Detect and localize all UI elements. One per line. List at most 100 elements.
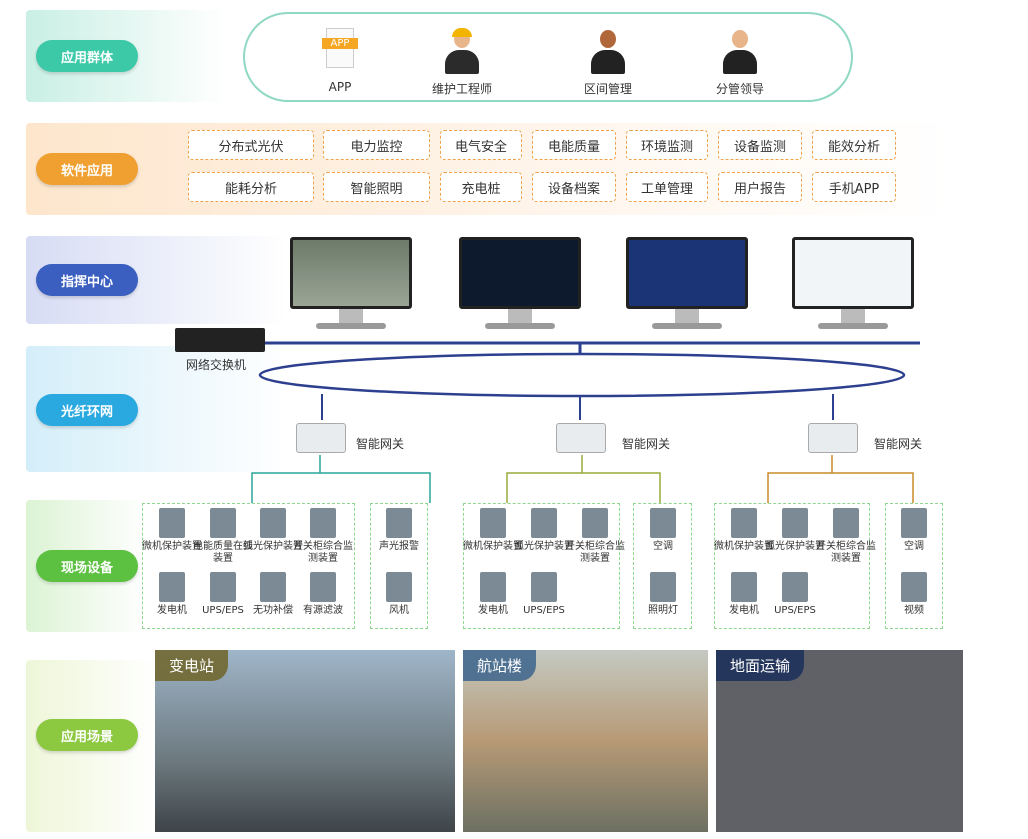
field-device: 空调 <box>633 508 693 553</box>
user-leader: 分管领导 <box>695 28 785 97</box>
device-label: 空调 <box>904 541 924 552</box>
device-icon <box>159 508 185 538</box>
software-module[interactable]: 设备监测 <box>718 130 802 160</box>
field-device: 弧光保护装置 <box>514 508 574 553</box>
device-icon <box>310 508 336 538</box>
device-label: UPS/EPS <box>523 605 565 616</box>
device-icon <box>650 508 676 538</box>
engineer-icon <box>442 28 482 74</box>
device-icon <box>901 508 927 538</box>
monitor-airport-map <box>290 237 412 329</box>
device-label: 风机 <box>389 605 409 616</box>
device-icon <box>260 572 286 602</box>
device-label: 照明灯 <box>648 605 678 616</box>
field-device: 有源滤波 <box>293 572 353 617</box>
device-icon <box>731 508 757 538</box>
user-label: APP <box>328 80 352 94</box>
device-icon <box>650 572 676 602</box>
layer-software: 软件应用 <box>36 153 138 185</box>
scene-substation: 变电站 <box>155 650 455 832</box>
device-icon <box>480 508 506 538</box>
scene-label: 地面运输 <box>716 650 805 681</box>
field-device: 声光报警 <box>369 508 429 553</box>
device-icon <box>386 508 412 538</box>
field-device: 发电机 <box>142 572 202 617</box>
software-module[interactable]: 手机APP <box>812 172 896 202</box>
software-module[interactable]: 用户报告 <box>718 172 802 202</box>
layer-command: 指挥中心 <box>36 264 138 296</box>
device-label: 发电机 <box>478 605 508 616</box>
device-label: 发电机 <box>157 605 187 616</box>
gateway-icon <box>556 423 606 453</box>
device-icon <box>531 572 557 602</box>
device-icon <box>731 572 757 602</box>
device-icon <box>310 572 336 602</box>
software-module[interactable]: 充电桩 <box>440 172 522 202</box>
layer-fiber: 光纤环网 <box>36 394 138 426</box>
field-device: UPS/EPS <box>193 572 253 617</box>
field-device: 视频 <box>884 572 944 617</box>
device-label: 声光报警 <box>379 541 419 552</box>
software-module[interactable]: 智能照明 <box>323 172 430 202</box>
device-icon <box>901 572 927 602</box>
layer-field: 现场设备 <box>36 550 138 582</box>
gateway-label: 智能网关 <box>356 437 405 451</box>
device-icon <box>480 572 506 602</box>
monitor-power-diagram <box>459 237 581 329</box>
gateway-icon <box>808 423 858 453</box>
field-device: UPS/EPS <box>765 572 825 617</box>
device-icon <box>833 508 859 538</box>
software-module[interactable]: 分布式光伏 <box>188 130 314 160</box>
software-module[interactable]: 电气安全 <box>440 130 522 160</box>
device-icon <box>159 572 185 602</box>
network-switch-icon <box>175 328 265 352</box>
field-device: 空调 <box>884 508 944 553</box>
device-icon <box>782 508 808 538</box>
user-app: APP APP <box>295 28 385 94</box>
field-device: 发电机 <box>463 572 523 617</box>
layer-users: 应用群体 <box>36 40 138 72</box>
app-icon: APP <box>320 28 360 74</box>
device-label: 发电机 <box>729 605 759 616</box>
field-device: 弧光保护装置 <box>765 508 825 553</box>
device-icon <box>582 508 608 538</box>
device-label: UPS/EPS <box>774 605 816 616</box>
device-icon <box>386 572 412 602</box>
device-icon <box>210 508 236 538</box>
device-label: 弧光保护装置 <box>243 541 303 552</box>
device-label: 开关柜综合监测装置 <box>816 541 876 564</box>
monitor-lighting-panel <box>626 237 748 329</box>
monitor-data-table <box>792 237 914 329</box>
field-device: UPS/EPS <box>514 572 574 617</box>
device-label: 有源滤波 <box>303 605 343 616</box>
software-module[interactable]: 电能质量 <box>532 130 616 160</box>
software-module[interactable]: 设备档案 <box>532 172 616 202</box>
scene-label: 航站楼 <box>463 650 537 681</box>
device-label: 无功补偿 <box>253 605 293 616</box>
field-device: 照明灯 <box>633 572 693 617</box>
software-module[interactable]: 电力监控 <box>323 130 430 160</box>
device-icon <box>782 572 808 602</box>
device-label: 弧光保护装置 <box>765 541 825 552</box>
software-module[interactable]: 能效分析 <box>812 130 896 160</box>
software-module[interactable]: 能耗分析 <box>188 172 314 202</box>
device-icon <box>260 508 286 538</box>
scene-label: 变电站 <box>155 650 229 681</box>
field-device: 弧光保护装置 <box>243 508 303 553</box>
field-device: 风机 <box>369 572 429 617</box>
software-module[interactable]: 工单管理 <box>626 172 708 202</box>
layer-scenes: 应用场景 <box>36 719 138 751</box>
user-engineer: 维护工程师 <box>417 28 507 97</box>
manager-icon <box>588 28 628 74</box>
device-label: 视频 <box>904 605 924 616</box>
device-icon <box>531 508 557 538</box>
user-label: 区间管理 <box>583 82 632 96</box>
software-module[interactable]: 环境监测 <box>626 130 708 160</box>
device-label: 弧光保护装置 <box>514 541 574 552</box>
field-device: 开关柜综合监测装置 <box>293 508 353 565</box>
device-label: 微机保护装置 <box>142 541 202 552</box>
device-icon <box>210 572 236 602</box>
device-label: 电能质量在线装置 <box>193 541 253 564</box>
field-device: 电能质量在线装置 <box>193 508 253 565</box>
